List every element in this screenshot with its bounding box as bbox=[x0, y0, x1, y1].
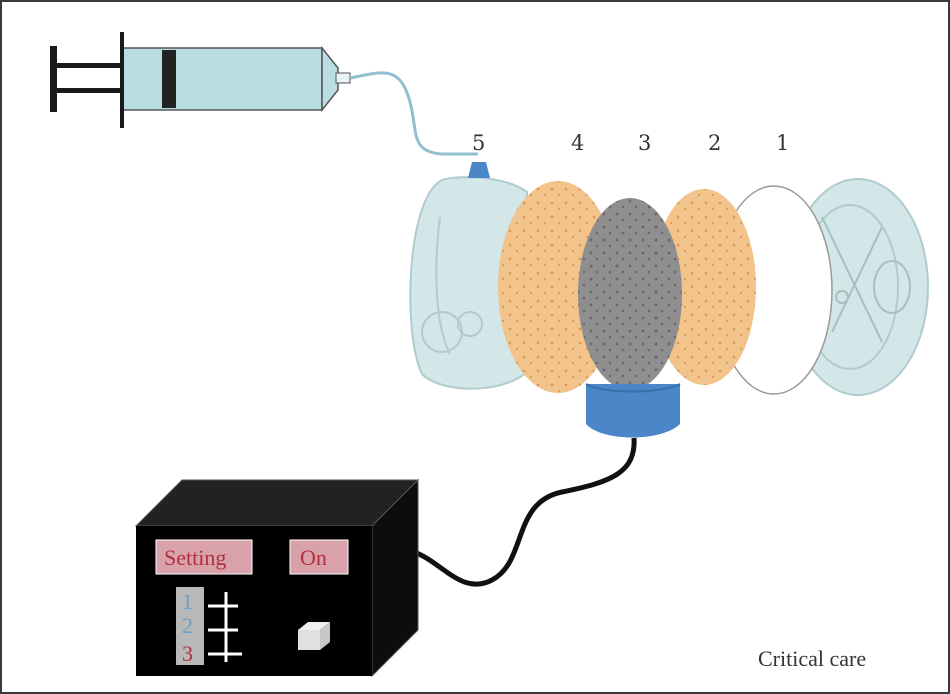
on-label: On bbox=[300, 545, 327, 570]
on-label-box bbox=[289, 539, 349, 575]
electrode-connector bbox=[585, 383, 681, 438]
setting-label: Setting bbox=[164, 545, 226, 570]
layer-number-4: 4 bbox=[571, 131, 584, 155]
plunger-rod bbox=[57, 88, 167, 93]
setting-label-box bbox=[155, 539, 253, 575]
plunger-rod bbox=[57, 63, 167, 68]
barrel-flange bbox=[120, 32, 124, 128]
layer-number-2: 2 bbox=[708, 131, 721, 155]
power-cable bbox=[413, 437, 637, 587]
syringe-barrel bbox=[121, 47, 323, 111]
level-1: 1 bbox=[182, 589, 193, 614]
injection-port-5 bbox=[468, 162, 490, 178]
level-3: 3 bbox=[182, 641, 193, 666]
layer-number-1: 1 bbox=[776, 131, 789, 155]
plunger-handle bbox=[50, 46, 57, 112]
plunger-seal bbox=[162, 50, 176, 108]
level-selector-ticks[interactable] bbox=[208, 592, 242, 662]
level-scale-box bbox=[176, 587, 204, 665]
syringe bbox=[50, 32, 351, 128]
syringe-tip bbox=[335, 72, 351, 84]
figure-caption: Critical care bbox=[758, 646, 866, 671]
syringe-nozzle-cone bbox=[321, 45, 339, 113]
front-cap-housing bbox=[409, 176, 528, 390]
layer-3-mesh-electrode bbox=[578, 198, 682, 390]
control-device: Setting On 1 2 3 bbox=[134, 478, 420, 678]
layer-number-5: 5 bbox=[472, 131, 485, 155]
level-2: 2 bbox=[182, 613, 193, 638]
layer-2-sponge bbox=[652, 189, 756, 385]
infusion-tube bbox=[349, 71, 478, 156]
layer-number-3: 3 bbox=[638, 131, 651, 155]
power-button[interactable] bbox=[298, 622, 330, 650]
device-top-face bbox=[134, 479, 420, 527]
